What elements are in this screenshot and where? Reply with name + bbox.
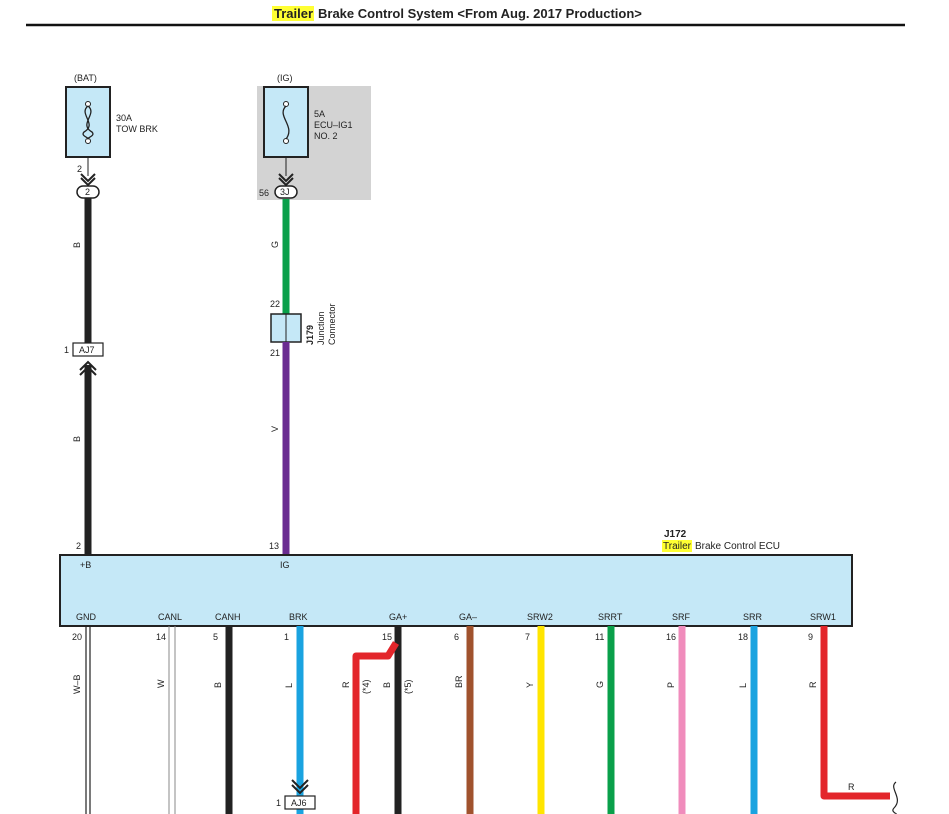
wire-b-upper-label: B xyxy=(72,242,82,248)
terminal-srrt-label: SRRT xyxy=(598,612,623,622)
j179-line1: Junction xyxy=(316,311,326,345)
wire-g-label: G xyxy=(270,241,280,248)
terminal-srw2-label: SRW2 xyxy=(527,612,553,622)
wire-v-label: V xyxy=(270,426,280,432)
connector-2-label: 2 xyxy=(85,187,90,197)
terminal-canl-label: CANL xyxy=(158,612,182,622)
fuse-ecu-ig1: (IG) 5A ECU–IG1 NO. 2 56 3J xyxy=(257,73,371,200)
fuse-bat-terminal-top xyxy=(85,101,91,107)
fuse-ig-source: (IG) xyxy=(277,73,293,83)
terminal-brk-pin: 1 xyxy=(284,632,289,642)
terminal-canh-wire-label: B xyxy=(213,682,223,688)
fuse-tow-brk: (BAT) 30A TOW BRK 2 2 xyxy=(65,73,158,199)
fuse-bat-pin: 2 xyxy=(77,164,82,174)
ecu-pin-b: 2 xyxy=(76,541,81,551)
aj7-pin: 1 xyxy=(64,345,69,355)
terminal-ga--label: GA+ xyxy=(389,612,407,622)
terminal-srf-pin: 16 xyxy=(666,632,676,642)
terminal-srw1-label: SRW1 xyxy=(810,612,836,622)
aj6-box xyxy=(284,795,316,810)
title-text: Brake Control System <From Aug. 2017 Pro… xyxy=(318,6,642,21)
terminal-srw1-pin: 9 xyxy=(808,632,813,642)
aj6-pin: 1 xyxy=(276,798,281,808)
fuse-bat-source: (BAT) xyxy=(74,73,97,83)
fuse-bat-name: TOW BRK xyxy=(116,124,158,134)
fuse-ig-pin: 56 xyxy=(259,188,269,198)
aj7-box xyxy=(72,342,104,357)
ecu-terminal-ig: IG xyxy=(280,560,290,570)
terminal-gnd-label: GND xyxy=(76,612,97,622)
terminal-canh-label: CANH xyxy=(215,612,241,622)
terminal-ga--label: GA– xyxy=(459,612,477,622)
fuse-ig-rating: 5A xyxy=(314,109,325,119)
terminal-gnd-pin: 20 xyxy=(72,632,82,642)
fuse-bat-element xyxy=(82,105,90,140)
connector-aj6: 1 AJ6 xyxy=(276,779,316,810)
terminal-srw1-wire-label: R xyxy=(808,681,818,688)
terminal-srr-label: SRR xyxy=(743,612,763,622)
terminal-ga--pin: 6 xyxy=(454,632,459,642)
title-highlight-text: Trailer xyxy=(274,6,313,21)
ecu-name-highlight xyxy=(662,540,692,552)
fuse-ig-terminal-top xyxy=(283,101,289,107)
fuse-ig-name-2: NO. 2 xyxy=(314,131,338,141)
fuse-bat-arrow-icon xyxy=(80,173,96,187)
junction-j179: 22 21 J179 Junction Connector xyxy=(270,299,337,358)
terminal-srr-wire-label: L xyxy=(738,683,748,688)
diagram-title: Trailer Brake Control System <From Aug. … xyxy=(26,6,905,27)
fuse-bat-rating: 30A xyxy=(116,113,132,123)
j179-pin-bottom: 21 xyxy=(270,348,280,358)
ecu-terminal-b: +B xyxy=(80,560,91,570)
srw1-branch-label: R xyxy=(848,782,855,792)
ecu-bottom-terminals: GND20W–BCANL14WCANH5BBRK1LGA+15R(*4)B(*5… xyxy=(72,612,836,814)
terminal-canl-wire-label: W xyxy=(156,679,166,688)
ecu-id: J172 xyxy=(664,529,687,540)
terminal-ga--note2: (*5) xyxy=(403,679,413,694)
connector-3j-label: 3J xyxy=(280,187,290,197)
aj6-arrow-icon xyxy=(291,779,309,795)
ecu-name: Brake Control ECU xyxy=(695,541,780,552)
terminal-srf-label: SRF xyxy=(672,612,691,622)
ecu-pin-ig: 13 xyxy=(269,541,279,551)
ecu-body xyxy=(59,554,853,627)
terminal-brk-wire-label: L xyxy=(284,683,294,688)
fuse-bat-terminal-bottom xyxy=(85,138,91,144)
terminal-ga--wire-label: BR xyxy=(454,675,464,688)
title-highlight xyxy=(272,6,314,21)
ecu-name-highlight-text: Trailer xyxy=(663,541,692,552)
fuse-ig-element xyxy=(282,105,290,140)
j179-id: J179 xyxy=(305,325,315,345)
fuse-ig-arrow-icon xyxy=(278,173,294,187)
terminal-brk-label: BRK xyxy=(289,612,308,622)
terminal-canl-pin: 14 xyxy=(156,632,166,642)
connector-aj7: 1 AJ7 xyxy=(64,342,104,376)
fuse-bat-element-2 xyxy=(86,105,94,140)
terminal-srf-wire-label: P xyxy=(666,682,676,688)
terminal-gnd-wire-label: W–B xyxy=(72,674,82,694)
terminal-srw2-wire-label: Y xyxy=(525,682,535,688)
terminal-srr-pin: 18 xyxy=(738,632,748,642)
aj7-name: AJ7 xyxy=(79,345,95,355)
wire-srw1-branch xyxy=(820,626,890,800)
terminal-srw2-pin: 7 xyxy=(525,632,530,642)
j179-pin-top: 22 xyxy=(270,299,280,309)
wire-b-lower-label: B xyxy=(72,436,82,442)
terminal-ga--wire2-label: B xyxy=(382,682,392,688)
wire-break-icon xyxy=(892,781,899,814)
terminal-ga--note1: (*4) xyxy=(361,679,371,694)
terminal-srrt-pin: 11 xyxy=(595,632,604,642)
aj6-name: AJ6 xyxy=(291,798,307,808)
terminal-ga--wire-label: R xyxy=(341,681,351,688)
connector-3j-oval xyxy=(274,185,298,199)
fuse-ig-terminal-bottom xyxy=(283,138,289,144)
terminal-ga--pin: 15 xyxy=(382,632,392,642)
wire-ga-plus-r xyxy=(352,641,399,814)
terminal-srrt-wire-label: G xyxy=(595,681,605,688)
j179-line2: Connector xyxy=(327,303,337,345)
fuse-ig-name-1: ECU–IG1 xyxy=(314,120,353,130)
terminal-canh-pin: 5 xyxy=(213,632,218,642)
